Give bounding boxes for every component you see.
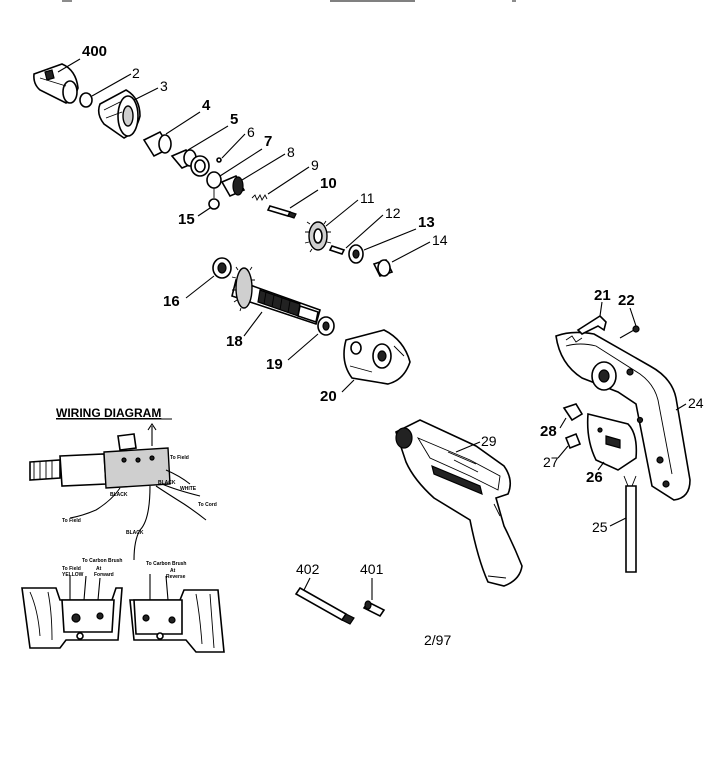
label-16: 16 (163, 293, 180, 310)
part-2-o-ring (79, 92, 93, 108)
part-15-bushing (208, 198, 220, 210)
part-7-ring (206, 171, 222, 189)
part-28-knob (562, 403, 584, 422)
part-11-gear (304, 220, 332, 253)
part-13-bearing (348, 244, 364, 264)
part-27-lever (564, 432, 582, 450)
label-19: 19 (266, 356, 283, 373)
label-8: 8 (287, 144, 295, 160)
label-3: 3 (160, 78, 168, 94)
wiring-label-reverse: Reverse (166, 574, 186, 580)
part-24-housing-half (555, 331, 691, 501)
label-402: 402 (296, 561, 320, 577)
wiring-diagram: WIRING DIAGRAM To Field BLACK BLACK WHIT… (21, 406, 225, 653)
label-22: 22 (618, 292, 635, 309)
part-6-washer (190, 155, 210, 177)
part-18-armature (231, 266, 321, 326)
label-5: 5 (230, 111, 238, 128)
wiring-label-to-cord: To Cord (198, 502, 217, 508)
part-402-bit (294, 586, 355, 625)
wiring-label-to-carbon-brush-right: To Carbon Brush (146, 561, 186, 567)
label-4: 4 (202, 97, 211, 114)
part-10-pin (266, 205, 297, 219)
label-6: 6 (247, 124, 255, 140)
part-26-switch (586, 412, 638, 471)
wiring-label-white: WHITE (180, 486, 197, 492)
part-4-sleeve (142, 130, 172, 158)
label-28: 28 (540, 423, 557, 440)
part-22-screw (619, 325, 640, 339)
label-400: 400 (82, 43, 107, 60)
label-11: 11 (360, 190, 375, 206)
wiring-label-forward: Forward (94, 572, 114, 578)
part-400-nose-cone (33, 63, 79, 104)
wiring-diagram-title: WIRING DIAGRAM (56, 406, 161, 420)
part-12-pin (328, 245, 346, 255)
label-7: 7 (264, 133, 272, 150)
date-code: 2/97 (424, 632, 451, 648)
wiring-label-to-field-top: To Field (170, 455, 189, 461)
label-401: 401 (360, 561, 384, 577)
label-15: 15 (178, 211, 195, 228)
part-20-gear-case (343, 329, 411, 385)
label-26: 26 (586, 469, 603, 486)
part-25-cord (623, 475, 637, 573)
part-16-bearing (212, 257, 232, 279)
part-14-bearing (372, 259, 394, 277)
part-3-clutch-housing (97, 89, 141, 139)
wiring-label-to-field-yellow: To Field (62, 566, 81, 572)
part-29-drill-housing (395, 419, 523, 587)
part-8-spindle (220, 174, 246, 198)
label-20: 20 (320, 388, 337, 405)
wiring-label-black-3: BLACK (126, 530, 144, 536)
part-6-ball (216, 157, 222, 163)
label-12: 12 (385, 205, 401, 221)
wiring-label-at-forward: At (96, 566, 102, 572)
part-9-spring (251, 193, 268, 202)
label-9: 9 (311, 157, 319, 173)
label-25: 25 (592, 519, 608, 535)
label-24: 24 (688, 395, 704, 411)
label-21: 21 (594, 287, 611, 304)
part-401-bit (362, 600, 386, 618)
wiring-label-to-carbon-brush-left: To Carbon Brush (82, 558, 122, 564)
wiring-label-black-1: BLACK (110, 492, 128, 498)
label-27: 27 (543, 454, 559, 470)
part-21-clip (576, 314, 607, 335)
wiring-label-yellow: YELLOW (62, 572, 84, 578)
label-29: 29 (481, 433, 497, 449)
wiring-label-black-2: BLACK (158, 480, 176, 486)
label-14: 14 (432, 232, 448, 248)
label-13: 13 (418, 214, 435, 231)
part-19-bearing (317, 316, 335, 336)
label-10: 10 (320, 175, 337, 192)
label-18: 18 (226, 333, 243, 350)
wiring-label-to-field-bottom: To Field (62, 518, 81, 524)
wiring-label-at-reverse: At (170, 568, 176, 574)
label-2: 2 (132, 65, 140, 81)
